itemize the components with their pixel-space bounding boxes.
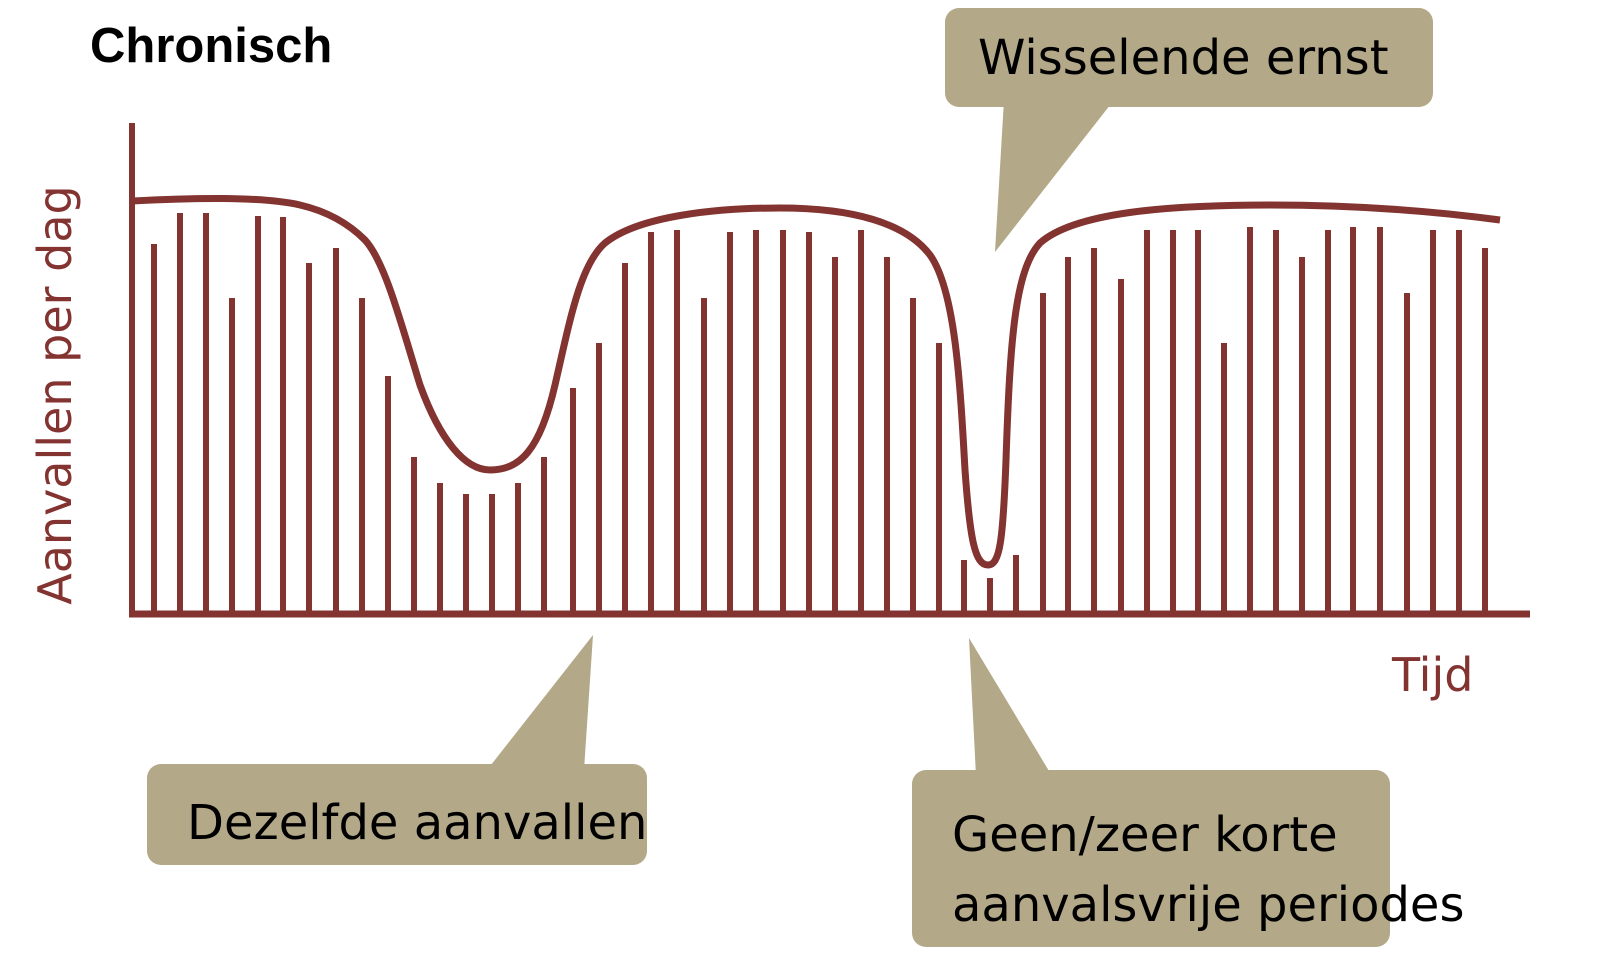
bar-series <box>151 213 1488 614</box>
callout-dezelfde-aanvallen: Dezelfde aanvallen <box>187 795 648 851</box>
callout-aanvalsvrije-periodes: Geen/zeer korte aanvalsvrije periodes <box>952 800 1464 940</box>
callout-box <box>147 764 647 865</box>
callout-box <box>912 770 1390 947</box>
callout-box <box>945 8 1433 107</box>
callout-line-2: aanvalsvrije periodes <box>952 877 1465 933</box>
callout-wisselende-ernst: Wisselende ernst <box>978 30 1389 86</box>
envelope-line <box>131 194 1501 569</box>
callout-shapes <box>147 8 1433 947</box>
callout-pointer <box>969 638 1052 776</box>
chart-title: Chronisch <box>90 19 333 73</box>
callout-line-1: Geen/zeer korte <box>952 807 1338 863</box>
callout-pointer <box>995 100 1114 252</box>
x-axis-label: Tijd <box>1392 648 1474 702</box>
callout-pointer <box>487 635 593 770</box>
y-axis-label: Aanvallen per dag <box>28 185 82 605</box>
